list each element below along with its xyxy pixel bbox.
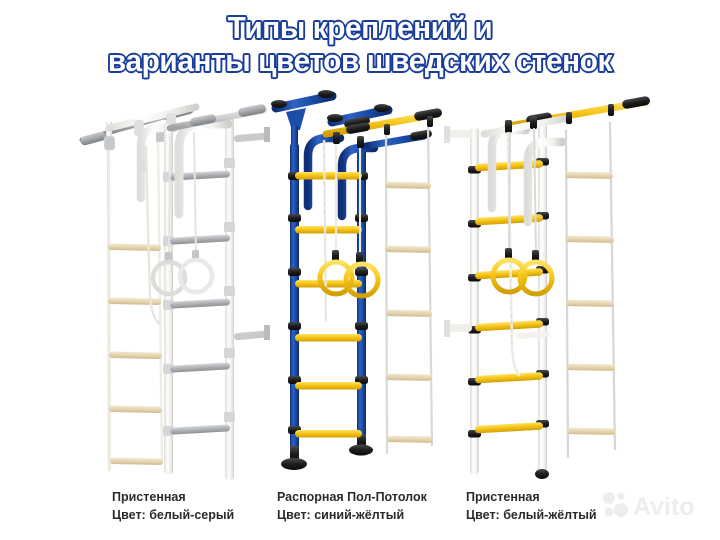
top-angled-bar-white: [480, 114, 572, 138]
product-image-1: [78, 86, 288, 486]
wall-bracket-top: [234, 127, 270, 143]
wall-bars-unit-blue-yellow: [271, 90, 442, 470]
caption-product-1: Пристенная Цвет: белый-серый: [112, 488, 234, 524]
caption-1-color-label: Цвет: белый-серый: [112, 508, 235, 523]
hanging-rope-rear: [106, 130, 164, 150]
wall-bracket-bottom-left: [444, 320, 472, 337]
curved-handle-right-white: [523, 137, 567, 227]
gymnastic-rings-yellow: [490, 127, 555, 297]
gymnastic-rings-yellow: [317, 138, 381, 299]
caption-2-mount-type: Распорная Пол-Потолок: [277, 490, 427, 504]
caption-3-color-label: Цвет: белый-жёлтый: [466, 508, 597, 523]
wall-bars-unit-white-yellow: [444, 96, 650, 479]
caption-3-mount-type: Пристенная: [466, 490, 540, 504]
top-pullup-bar-yellow: [322, 108, 442, 138]
caption-row: Пристенная Цвет: белый-серый Распорная П…: [0, 488, 720, 533]
wall-bracket-top-left: [444, 126, 472, 143]
product-gallery: [0, 86, 720, 486]
climbing-rope-white: [322, 139, 328, 323]
top-pullup-bar-front: [166, 104, 268, 132]
curved-top-arc: [174, 119, 233, 219]
mid-crossbar-handle: [516, 331, 550, 339]
front-right-post: [224, 114, 235, 480]
title-line-1: Типы креплений и: [226, 10, 494, 46]
ladder-rungs-yellow: [295, 172, 362, 438]
top-pullup-bar-yellow: [504, 96, 650, 130]
carabiner-hooks: [333, 116, 433, 148]
rope-ladder-wooden: [107, 137, 164, 472]
ceiling-mount-left: [271, 90, 337, 148]
wall-bars-unit-white-grey: [79, 103, 270, 480]
rear-post-left: [468, 128, 481, 474]
ceiling-mount-right: [327, 104, 393, 129]
top-angled-bar-blue: [362, 129, 432, 150]
curved-handle-left-blue: [303, 133, 345, 211]
page-title: Типы креплений и варианты цветов шведски…: [0, 10, 720, 79]
caption-2-color-label: Цвет: синий-жёлтый: [277, 508, 405, 523]
product-image-2: [262, 86, 462, 486]
rope-ladder-wooden: [564, 121, 617, 459]
curved-pullup-handle-left: [136, 123, 179, 203]
product-image-3: [442, 86, 672, 486]
caption-product-3: Пристенная Цвет: белый-жёлтый: [466, 488, 597, 524]
caption-product-2: Распорная Пол-Потолок Цвет: синий-жёлтый: [277, 488, 427, 524]
ladder-rungs-grey: [170, 170, 230, 435]
curved-handle-right-blue: [337, 143, 379, 221]
caption-1-mount-type: Пристенная: [112, 490, 186, 504]
climbing-rope: [144, 145, 161, 325]
title-line-2: варианты цветов шведских стенок: [106, 42, 614, 78]
carabiner-hooks: [505, 104, 614, 133]
gymnastic-rings-grey: [150, 131, 215, 297]
tension-post-left: [281, 144, 307, 470]
wall-bracket-bottom: [234, 325, 270, 341]
rope-ladder-wooden: [384, 121, 434, 455]
